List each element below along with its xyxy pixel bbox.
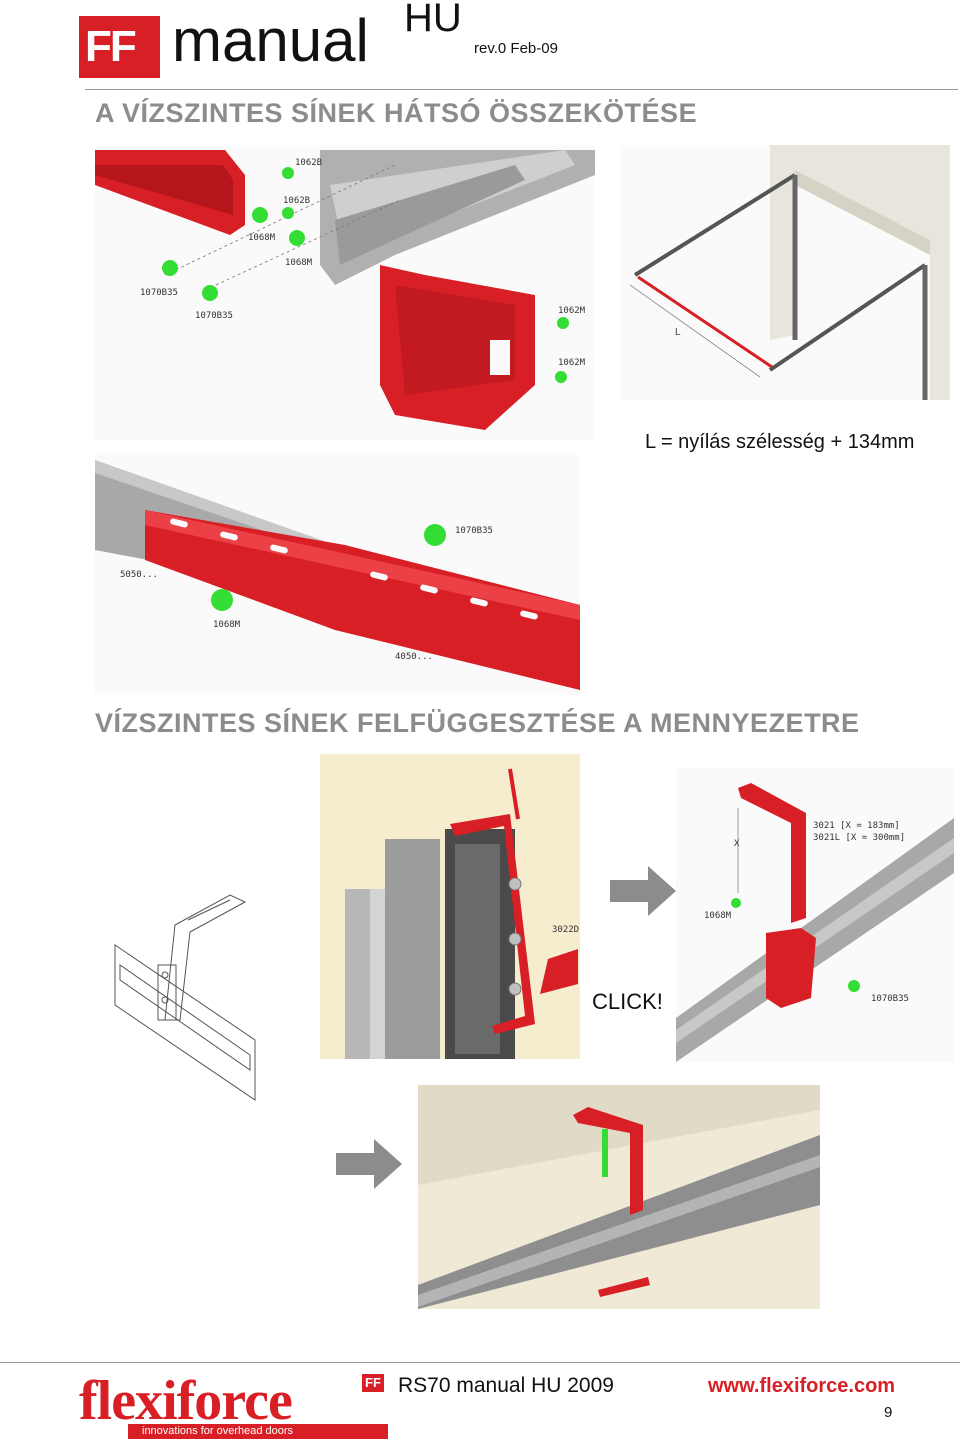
part-label: 1062B <box>283 196 310 206</box>
footer-website-link[interactable]: www.flexiforce.com <box>708 1375 896 1397</box>
rail-splice-drawing: 1070B35 5050... 1068M 4050... <box>95 455 580 695</box>
part-label: 1068M <box>285 258 313 268</box>
header-revision: rev.0 Feb-09 <box>474 40 558 57</box>
header-language: HU <box>404 0 462 40</box>
hanger-line-drawing <box>114 894 256 1101</box>
click-label: CLICK! <box>592 989 663 1014</box>
ff-logo-text: FF <box>85 22 137 71</box>
page-number: 9 <box>884 1404 893 1421</box>
part-label: 3022D <box>552 925 579 935</box>
section-title-ceiling-suspension: VÍZSZINTES SÍNEK FELFÜGGESZTÉSE A MENNYE… <box>95 708 860 738</box>
ceiling-mounted-figure <box>418 1085 820 1309</box>
header-title: manual <box>172 7 369 74</box>
door-frame-figure: L <box>620 145 950 400</box>
length-formula-note: L = nyílás szélesség + 134mm <box>645 431 915 453</box>
part-label: 1068M <box>704 911 732 921</box>
rail-splice-figure: 1070B35 5050... 1068M 4050... <box>95 455 580 695</box>
bracket-detail-drawing: 3022D <box>320 754 580 1059</box>
part-label: 1070B35 <box>140 288 178 298</box>
part-label: 1070B35 <box>195 311 233 321</box>
arrow-right-icon <box>336 1139 404 1194</box>
part-label: 1070B35 <box>871 994 909 1004</box>
dimension-label: X <box>734 839 740 849</box>
part-label: 5050... <box>120 570 158 580</box>
ceiling-mounted-drawing <box>418 1085 820 1309</box>
header-divider <box>85 89 958 90</box>
exploded-connection-figure: 1062B 1062B 1068M 1068M 1070B35 1070B35 … <box>95 145 595 440</box>
bracket-detail-figure: 3022D <box>320 754 580 1059</box>
exploded-connection-drawing: 1062B 1062B 1068M 1068M 1070B35 1070B35 … <box>95 145 595 440</box>
dimension-label: L <box>675 327 681 338</box>
part-label: 1062M <box>558 358 586 368</box>
hanger-line-drawing-figure <box>80 870 292 1122</box>
part-label: 1070B35 <box>455 526 493 536</box>
flexiforce-logo: flexiforce <box>79 1370 293 1432</box>
footer-document-name: RS70 manual HU 2009 <box>398 1374 614 1397</box>
part-label: 4050... <box>395 652 433 662</box>
part-label: 1062M <box>558 306 586 316</box>
ff-logo: FF <box>79 16 160 78</box>
footer-divider <box>0 1362 960 1363</box>
door-frame-drawing: L <box>620 145 950 400</box>
part-label: 3021L [X = 300mm] <box>813 833 905 843</box>
flexiforce-badge: FF <box>362 1374 384 1392</box>
flexiforce-tagline: innovations for overhead doors <box>128 1424 388 1439</box>
part-label: 1068M <box>213 620 241 630</box>
arrow-right-icon <box>610 866 678 921</box>
part-label: 3021 [X = 183mm] <box>813 821 900 831</box>
part-label: 1068M <box>248 233 276 243</box>
hanger-assembly-figure: X 3021 [X = 183mm] 3021L [X = 300mm] 106… <box>676 768 954 1062</box>
hanger-assembly-drawing: X 3021 [X = 183mm] 3021L [X = 300mm] 106… <box>676 768 954 1062</box>
section-title-rear-connection: A VÍZSZINTES SÍNEK HÁTSÓ ÖSSZEKÖTÉSE <box>95 98 698 128</box>
part-label: 1062B <box>295 158 322 168</box>
